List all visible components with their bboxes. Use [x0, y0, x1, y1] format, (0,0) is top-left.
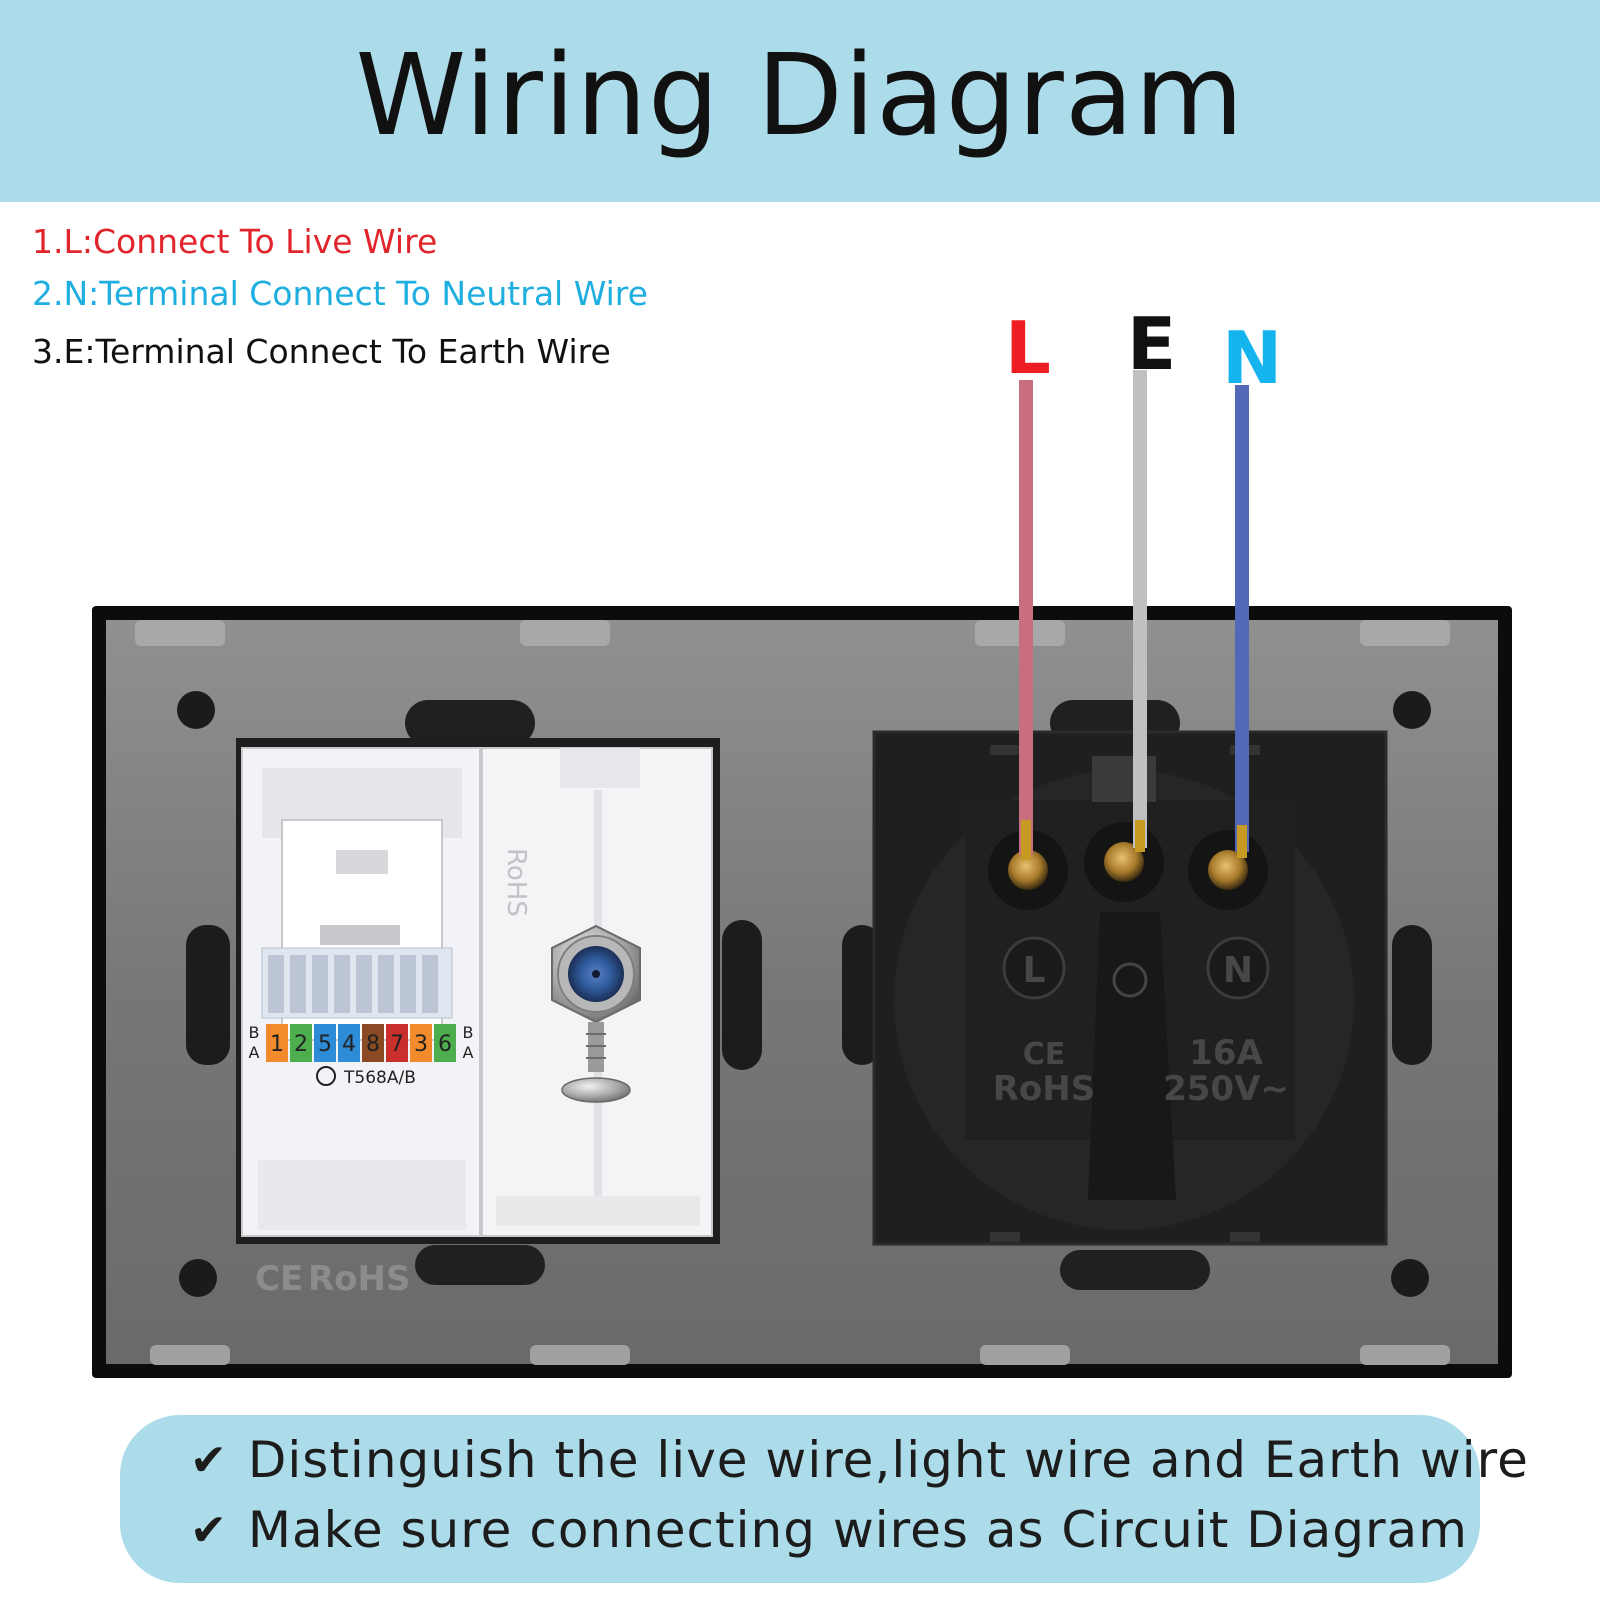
socket-ce-mark: CE [1023, 1037, 1066, 1072]
legend-earth: 3.E:Terminal Connect To Earth Wire [32, 332, 611, 371]
note-item: ✔ Distinguish the live wire,light wire a… [190, 1425, 1528, 1495]
pin-label-2: 2 [294, 1032, 308, 1057]
pin-color-7 [386, 1024, 408, 1062]
ethernet-keystone-module [241, 747, 481, 1237]
plate-ce-mark: CE [255, 1259, 303, 1299]
note-text: Distinguish the live wire,light wire and… [247, 1431, 1529, 1489]
ethernet-pin-strip [266, 1024, 456, 1062]
socket-terminal-label-n: N [1223, 950, 1253, 991]
wire-label-neutral: N [1222, 316, 1283, 400]
pin-side-b-right: B [463, 1023, 474, 1042]
pin-label-7: 3 [414, 1032, 428, 1057]
check-icon: ✔ [190, 1434, 228, 1486]
notes-box: ✔ Distinguish the live wire,light wire a… [120, 1415, 1528, 1583]
note-item: ✔ Make sure connecting wires as Circuit … [190, 1495, 1480, 1565]
power-socket-module [872, 730, 1388, 1246]
pin-label-5: 8 [366, 1032, 380, 1057]
coax-rohs-mark: RoHS [501, 848, 531, 917]
legend-neutral: 2.N:Terminal Connect To Neutral Wire [32, 274, 648, 313]
page-title: Wiring Diagram [355, 31, 1245, 161]
socket-current-rating: 16A [1189, 1033, 1263, 1073]
ethernet-standard-label: T568A/B [343, 1068, 416, 1088]
wire-label-live: L [1005, 306, 1051, 390]
pin-label-3: 5 [318, 1032, 332, 1057]
standard-logo-icon [316, 1066, 336, 1086]
pin-color-6 [434, 1024, 456, 1062]
pin-side-a-left: A [249, 1043, 260, 1062]
pin-label-6: 7 [390, 1032, 404, 1057]
note-text: Make sure connecting wires as Circuit Di… [247, 1501, 1468, 1559]
pin-label-8: 6 [438, 1032, 452, 1057]
coax-connector-icon [551, 924, 641, 1103]
pin-color-5 [314, 1024, 336, 1062]
socket-terminal-label-l: L [1023, 950, 1046, 991]
header-banner: Wiring Diagram [0, 0, 1600, 202]
check-icon: ✔ [190, 1504, 228, 1556]
pin-color-1 [266, 1024, 288, 1062]
socket-rohs-mark: RoHS [993, 1069, 1095, 1109]
pin-color-4 [338, 1024, 360, 1062]
pin-color-2 [290, 1024, 312, 1062]
pin-label-4: 4 [342, 1032, 356, 1057]
pin-label-1: 1 [270, 1032, 284, 1057]
pin-side-a-right: A [463, 1043, 474, 1062]
legend-live: 1.L:Connect To Live Wire [32, 222, 438, 261]
plate-rohs-mark: RoHS [308, 1259, 410, 1299]
pin-color-3 [410, 1024, 432, 1062]
pin-color-8 [362, 1024, 384, 1062]
pin-side-b-left: B [249, 1023, 260, 1042]
wire-label-earth: E [1127, 302, 1177, 386]
socket-voltage-rating: 250V~ [1163, 1069, 1289, 1109]
